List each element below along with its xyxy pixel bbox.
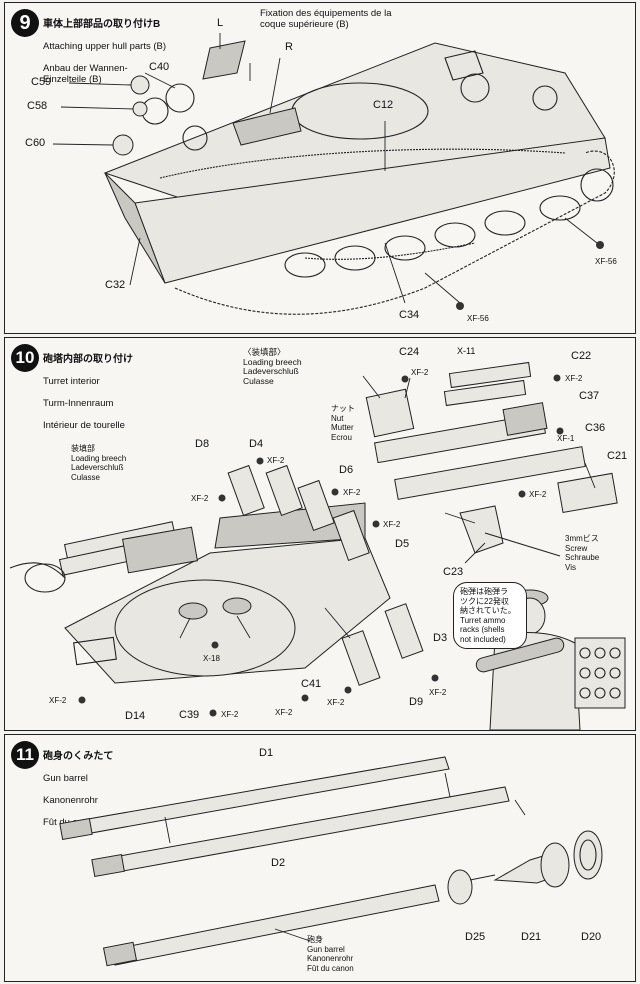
part-D5: D5 — [395, 538, 410, 550]
nut-label: ナット Nut Mutter Ecrou — [331, 404, 355, 442]
title-jp: 砲身のくみたて — [43, 751, 114, 762]
muzzle-d25 — [447, 869, 473, 905]
part-D21: D21 — [521, 931, 542, 943]
step-number: 9 — [11, 9, 39, 37]
title-jp: 車体上部部品の取り付けB — [43, 19, 161, 30]
screw-label: 3mmビス Screw Schraube Vis — [565, 534, 600, 572]
cap-c58 — [132, 101, 148, 117]
barrel-half-d2 — [96, 786, 510, 876]
seat-c39 — [222, 597, 252, 615]
step-title: 砲塔内部の取り付け Turret interior Turm-Innenraum… — [43, 343, 133, 431]
tow-cable — [159, 148, 566, 179]
part-D9: D9 — [409, 696, 424, 708]
part-D6: D6 — [339, 464, 354, 476]
paint-xf2-c36: XF-2 — [529, 490, 547, 499]
paint-xf2-c41: XF-2 — [275, 708, 293, 717]
fan-c40 — [165, 83, 195, 113]
cap-c60 — [112, 134, 134, 156]
part-C34: C34 — [399, 309, 420, 321]
breech-block-c24 — [365, 388, 415, 438]
part-C60: C60 — [25, 137, 46, 149]
part-D1: D1 — [259, 747, 274, 759]
screw-xf56-b — [596, 241, 604, 249]
step-number: 10 — [11, 344, 39, 372]
barrel-half-d1 — [64, 756, 450, 838]
part-C22: C22 — [571, 350, 592, 362]
breech-c36 — [394, 446, 586, 500]
hull-rear — [104, 172, 166, 284]
paint-xf2-d3: XF-2 — [429, 688, 447, 697]
title-de: Kanonenrohr — [43, 795, 98, 806]
step-11-panel: 11 砲身のくみたて Gun barrel Kanonenrohr Fût du… — [4, 734, 636, 982]
breech-title: 〈装填部〉 Loading breech Ladeverschluß Culas… — [243, 347, 302, 386]
paint-xf2-d14: XF-2 — [49, 696, 67, 705]
paint-xf2-d9: XF-2 — [327, 698, 345, 707]
paint-xf2-d4: XF-2 — [267, 456, 285, 465]
part-X18: X-18 — [203, 654, 220, 663]
part-C40: C40 — [149, 61, 170, 73]
paint-xf2-d5: XF-2 — [383, 520, 401, 529]
paint-xf2-d6: XF-2 — [343, 488, 361, 497]
cap-c59 — [130, 75, 150, 95]
screw-xf56-a — [456, 302, 464, 310]
paint-xf1: XF-1 — [557, 434, 575, 443]
part-X11: X-11 — [457, 346, 476, 356]
soldier-illustration — [475, 589, 626, 730]
part-D8: D8 — [195, 438, 210, 450]
title-en: Turret interior — [43, 376, 100, 387]
gun-barrel-illustration — [59, 756, 603, 967]
part-C37: C37 — [579, 390, 600, 402]
part-C21: C21 — [607, 450, 628, 462]
ammo-rack-note: 砲弾は砲弾ラ ツクに22発収 納されていた。 Turret ammo racks… — [453, 582, 527, 649]
part-R: R — [285, 41, 293, 53]
part-L: L — [217, 17, 224, 29]
paint-xf2-d8: XF-2 — [191, 494, 209, 503]
part-C36: C36 — [585, 422, 606, 434]
part-C24: C24 — [399, 346, 420, 358]
recoil-cylinder-c22 — [448, 361, 532, 389]
paint-xf2-c39: XF-2 — [221, 710, 239, 719]
seat-x18 — [178, 602, 208, 620]
title-de: Anbau der Wannen- Einzelteile (B) — [43, 63, 128, 85]
paint-xf56-a: XF-56 — [467, 314, 489, 323]
title-fr: Intérieur de tourelle — [43, 420, 125, 431]
paint-xf2-c24: XF-2 — [411, 368, 429, 377]
part-C23: C23 — [443, 566, 464, 578]
part-D3: D3 — [433, 632, 448, 644]
ammo-racks — [227, 464, 424, 686]
engine-grille-left — [202, 40, 246, 80]
breech-left-label: 装填部 Loading breech Ladeverschluß Culasse — [71, 444, 127, 482]
part-C41: C41 — [301, 678, 322, 690]
part-D20: D20 — [581, 931, 602, 943]
title-en: Gun barrel — [43, 773, 88, 784]
part-D4: D4 — [249, 438, 264, 450]
part-C59: C59 — [31, 76, 52, 88]
part-D14: D14 — [125, 710, 146, 722]
part-C12: C12 — [373, 99, 394, 111]
paint-xf56-b: XF-56 — [595, 257, 617, 266]
title-fr: Fixation des équipements de la coque sup… — [260, 8, 392, 30]
part-C32: C32 — [105, 279, 126, 291]
step-10-panel: 10 砲塔内部の取り付け Turret interior Turm-Innenr… — [4, 337, 636, 731]
engine-grille-right — [232, 107, 302, 146]
turret-interior-illustration — [9, 361, 626, 730]
barrel-assembled — [109, 884, 440, 966]
part-D2: D2 — [271, 857, 286, 869]
part-D25: D25 — [465, 931, 486, 943]
step-title: 車体上部部品の取り付けB Attaching upper hull parts … — [43, 8, 166, 85]
muzzle-d20 — [573, 830, 603, 880]
mount-c23 — [459, 505, 504, 554]
breech-plate-c21 — [557, 472, 618, 514]
step-number: 11 — [11, 741, 39, 769]
part-C39: C39 — [179, 709, 200, 721]
track — [174, 150, 615, 315]
title-jp: 砲塔内部の取り付け — [43, 354, 133, 365]
part-C58: C58 — [27, 100, 48, 112]
barrel-note: 砲身 Gun barrel Kanonenrohr Fût du canon — [307, 935, 354, 973]
title-de: Turm-Innenraum — [43, 398, 114, 409]
hull-illustration — [52, 33, 615, 315]
step-9-panel: 9 車体上部部品の取り付けB Attaching upper hull part… — [4, 2, 636, 334]
title-en: Attaching upper hull parts (B) — [43, 41, 167, 52]
paint-xf2-c22: XF-2 — [565, 374, 583, 383]
